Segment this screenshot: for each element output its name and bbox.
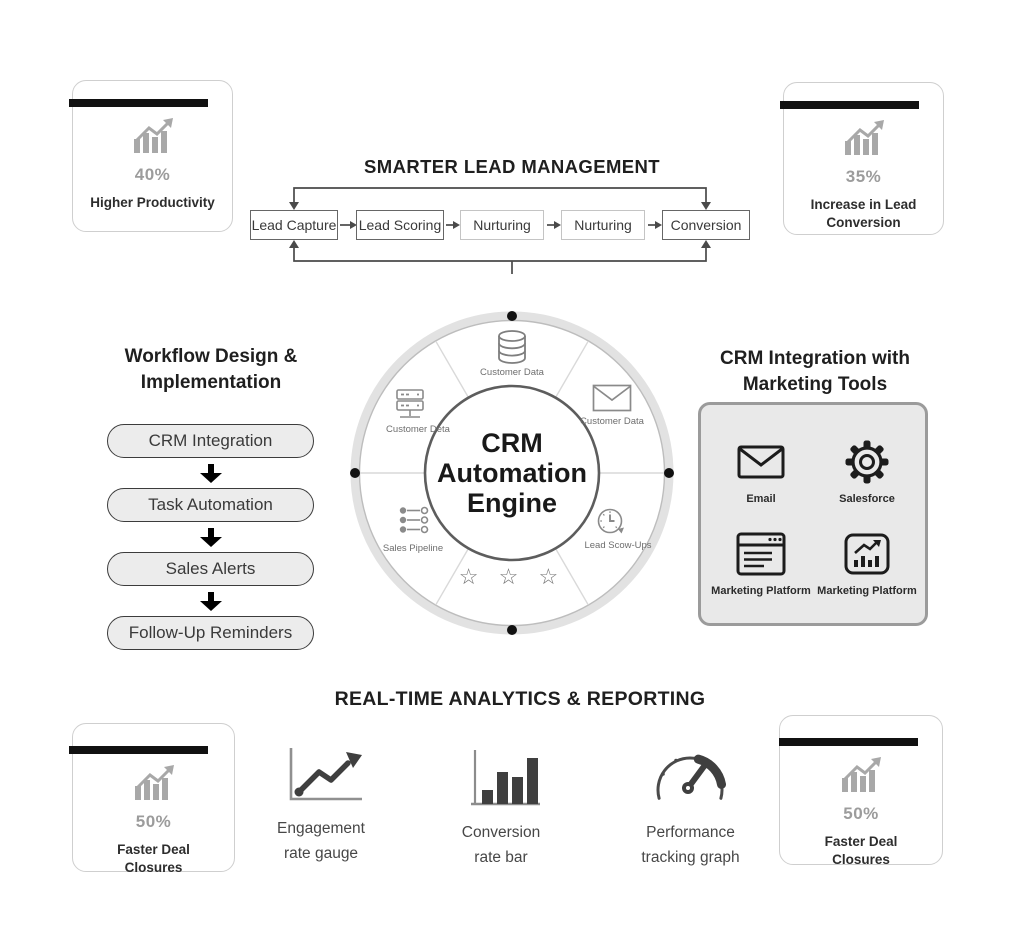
stat-value: 40% <box>134 165 171 184</box>
envelope-icon <box>592 384 632 417</box>
email-icon <box>705 433 817 491</box>
analytics-item-label: Engagement rate gauge <box>261 817 381 867</box>
flow-step-lead-scoring: Lead Scoring <box>356 210 444 240</box>
workflow-step-follow-up-reminders: Follow-Up Reminders <box>107 616 314 650</box>
segment-label: Sales Pipeline <box>382 543 444 554</box>
rating-stars-icon: ☆ ☆ ☆ <box>458 564 566 589</box>
card-accent-bar <box>780 101 919 109</box>
browser-icon <box>705 525 817 583</box>
clock-icon <box>595 506 627 543</box>
marketing-tools-panel: Email <box>698 402 928 626</box>
server-icon <box>392 388 428 426</box>
analytics-item-label: Performance tracking graph <box>618 821 763 871</box>
flow-step-lead-capture: Lead Capture <box>250 210 338 240</box>
lead-management-flowchart: Lead Capture Lead Scoring Nurturing Nurt… <box>250 185 775 285</box>
tool-label: Marketing Platform <box>711 585 811 597</box>
workflow-step-task-automation: Task Automation <box>107 488 314 522</box>
stat-card-faster-deal-closures-right: 50% Faster Deal Closures <box>779 715 943 867</box>
tool-label: Marketing Platform <box>817 585 917 597</box>
card-accent-bar <box>69 99 208 107</box>
tool-marketing-platform-1: Marketing Platform <box>705 525 817 597</box>
tool-marketing-platform-2: Marketing Platform <box>811 525 923 597</box>
card-accent-bar <box>69 746 208 754</box>
label-line2: tracking graph <box>641 848 740 866</box>
label-line2: rate bar <box>474 848 528 866</box>
segment-label: Customer Data <box>580 416 644 427</box>
gauge-icon <box>652 744 728 807</box>
label-line1: Engagement <box>277 820 365 837</box>
tool-label: Email <box>746 493 776 505</box>
growth-bars-icon <box>131 117 175 160</box>
engine-circle-base <box>350 311 674 635</box>
label-line1: Conversion <box>461 824 541 841</box>
stat-card-lead-conversion: 35% Increase in Lead Conversion <box>780 82 944 235</box>
growth-bars-icon <box>132 764 176 807</box>
lead-management-title: SMARTER LEAD MANAGEMENT <box>364 156 660 177</box>
analytics-title: REAL-TIME ANALYTICS & REPORTING <box>334 688 706 710</box>
chart-square-icon <box>811 525 923 583</box>
workflow-step-sales-alerts: Sales Alerts <box>107 552 314 586</box>
flow-step-nurturing-1: Nurturing <box>460 210 544 240</box>
sales-pipeline-icon <box>398 506 432 539</box>
flow-step-conversion: Conversion <box>662 210 750 240</box>
stat-value: 50% <box>135 812 172 831</box>
stat-label: Faster Deal Closures <box>117 842 190 876</box>
stat-label: Increase in Lead Conversion <box>810 197 917 231</box>
stat-label: Faster Deal Closures <box>824 834 898 868</box>
stat-value: 50% <box>843 804 879 823</box>
segment-label: Customer Data <box>480 367 544 378</box>
down-arrow-icon <box>200 528 222 547</box>
card-accent-bar <box>779 738 918 746</box>
down-arrow-icon <box>200 464 222 483</box>
stat-card-faster-deal-closures-left: 50% Faster Deal Closures <box>69 723 235 875</box>
analytics-item-label: Conversion rate bar <box>441 821 561 871</box>
stat-card-higher-productivity: 40% Higher Productivity <box>69 80 233 232</box>
segment-label: Customer Deta <box>386 424 450 435</box>
flow-step-nurturing-2: Nurturing <box>561 210 645 240</box>
tool-label: Salesforce <box>839 493 895 505</box>
stat-label: Higher Productivity <box>90 195 215 210</box>
engine-center-title: CRM Automation Engine <box>437 428 587 519</box>
segment-label: Lead Scow-Ups <box>584 540 652 551</box>
gear-icon <box>811 433 923 491</box>
down-arrow-icon <box>200 592 222 611</box>
tool-salesforce: Salesforce <box>811 433 923 505</box>
label-line1: Performance <box>646 824 735 841</box>
growth-bars-icon <box>842 119 886 162</box>
line-chart-icon <box>284 746 366 811</box>
label-line2: rate gauge <box>283 844 359 862</box>
tool-email: Email <box>705 433 817 505</box>
integration-title: CRM Integration with Marketing Tools <box>720 348 910 395</box>
growth-bars-icon <box>839 756 883 799</box>
database-icon <box>495 328 529 373</box>
workflow-step-crm-integration: CRM Integration <box>107 424 314 458</box>
workflow-title: Workflow Design & Implementation <box>124 346 298 393</box>
bar-chart-icon <box>466 748 544 815</box>
flow-connectors <box>289 187 711 274</box>
crm-engine-diagram: CRM Automation Engine Customer Data Cust… <box>345 306 679 640</box>
stat-value: 35% <box>845 167 882 186</box>
